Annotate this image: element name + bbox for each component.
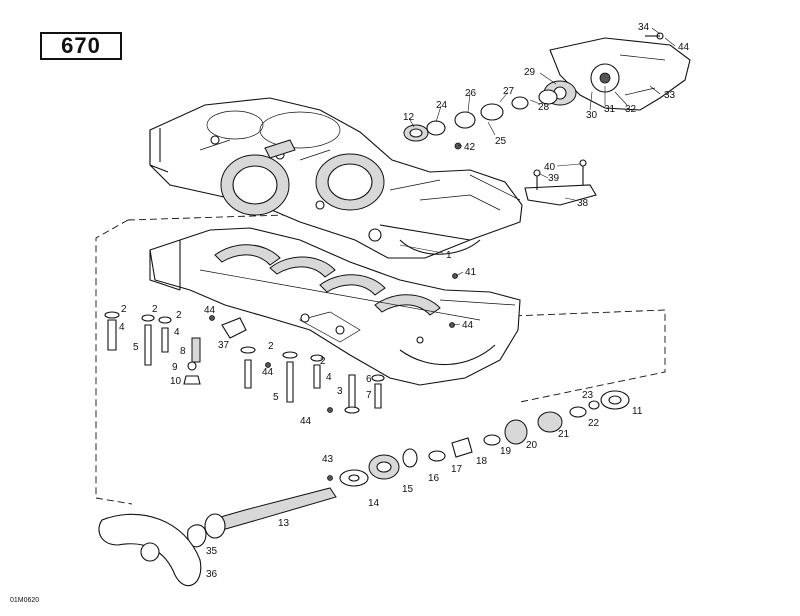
callout-44-right: 44 (462, 320, 474, 331)
callout-41: 41 (465, 267, 477, 278)
callout-2-b: 2 (152, 304, 158, 315)
callout-3: 3 (337, 386, 343, 397)
callout-2-a: 2 (121, 304, 127, 315)
callout-5-b: 5 (273, 392, 279, 403)
callout-2-e: 2 (320, 356, 326, 367)
callout-4-a: 4 (119, 322, 125, 333)
callout-36: 36 (206, 569, 218, 580)
callout-32: 32 (625, 104, 637, 115)
callout-26: 26 (465, 88, 477, 99)
callout-43: 43 (322, 454, 334, 465)
callout-22: 22 (588, 418, 600, 429)
callout-1: 1 (446, 250, 452, 261)
callout-labels: 34 44 29 33 32 31 30 28 27 26 24 12 25 4… (119, 22, 690, 580)
callout-19: 19 (500, 446, 512, 457)
callout-13: 13 (278, 518, 290, 529)
pump-cover-assembly (538, 32, 691, 111)
callout-15: 15 (402, 484, 414, 495)
callout-10: 10 (170, 376, 182, 387)
callout-9: 9 (172, 362, 178, 373)
callout-2-d: 2 (268, 341, 274, 352)
callout-6: 6 (366, 374, 372, 385)
lower-crankcase (149, 227, 521, 386)
callout-12: 12 (403, 112, 415, 123)
callout-37: 37 (218, 340, 230, 351)
callout-7: 7 (366, 390, 372, 401)
callout-42: 42 (464, 142, 476, 153)
callout-33: 33 (664, 90, 676, 101)
bracket-38 (524, 159, 597, 206)
callout-44-mid: 44 (262, 367, 274, 378)
callout-29: 29 (524, 67, 536, 78)
callout-17: 17 (451, 464, 463, 475)
callout-44-top: 44 (678, 42, 690, 53)
callout-27: 27 (503, 86, 515, 97)
callout-leader-lines (399, 27, 676, 326)
callout-4-b: 4 (174, 327, 180, 338)
callout-44-bottom: 44 (300, 416, 312, 427)
callout-39: 39 (548, 173, 560, 184)
seal-washer-set (403, 96, 529, 150)
callout-34: 34 (638, 22, 650, 33)
callout-20: 20 (526, 440, 538, 451)
callout-11: 11 (632, 406, 643, 417)
crankshaft-assembly (98, 390, 630, 587)
callout-2-c: 2 (176, 310, 182, 321)
upper-crankcase (149, 97, 523, 259)
callout-25: 25 (495, 136, 507, 147)
callout-40: 40 (544, 162, 556, 173)
callout-16: 16 (428, 473, 440, 484)
callout-18: 18 (476, 456, 488, 467)
callout-8: 8 (180, 346, 186, 357)
drawing-reference-code: 01M0620 (10, 597, 40, 604)
callout-30: 30 (586, 110, 598, 121)
callout-31: 31 (604, 104, 616, 115)
callout-21: 21 (558, 429, 570, 440)
callout-28: 28 (538, 102, 550, 113)
fastener-set (104, 273, 458, 414)
callout-35: 35 (206, 546, 218, 557)
callout-23: 23 (582, 390, 594, 401)
callout-44-left: 44 (204, 305, 216, 316)
model-number-box: 670 (40, 32, 122, 60)
callout-14: 14 (368, 498, 380, 509)
callout-5-a: 5 (133, 342, 139, 353)
callout-38: 38 (577, 198, 589, 209)
callout-4-c: 4 (326, 372, 332, 383)
callout-24: 24 (436, 100, 448, 111)
